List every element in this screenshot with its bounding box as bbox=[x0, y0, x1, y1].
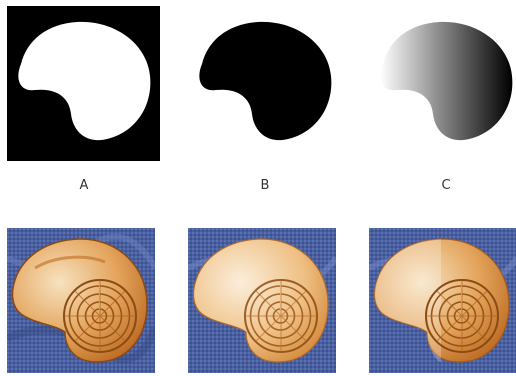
label-b: B bbox=[255, 178, 275, 193]
label-a: A bbox=[74, 178, 94, 193]
shell-photo-a bbox=[7, 228, 155, 373]
shell-photo-c bbox=[369, 228, 516, 373]
mask-panel-c bbox=[369, 6, 516, 161]
shell-silhouette-black bbox=[199, 22, 331, 140]
mask-panel-b bbox=[188, 6, 341, 161]
shell-photo-b bbox=[188, 228, 336, 373]
label-c: C bbox=[436, 178, 456, 193]
shell-silhouette-gradient bbox=[380, 22, 512, 140]
mask-panel-a bbox=[7, 6, 160, 161]
